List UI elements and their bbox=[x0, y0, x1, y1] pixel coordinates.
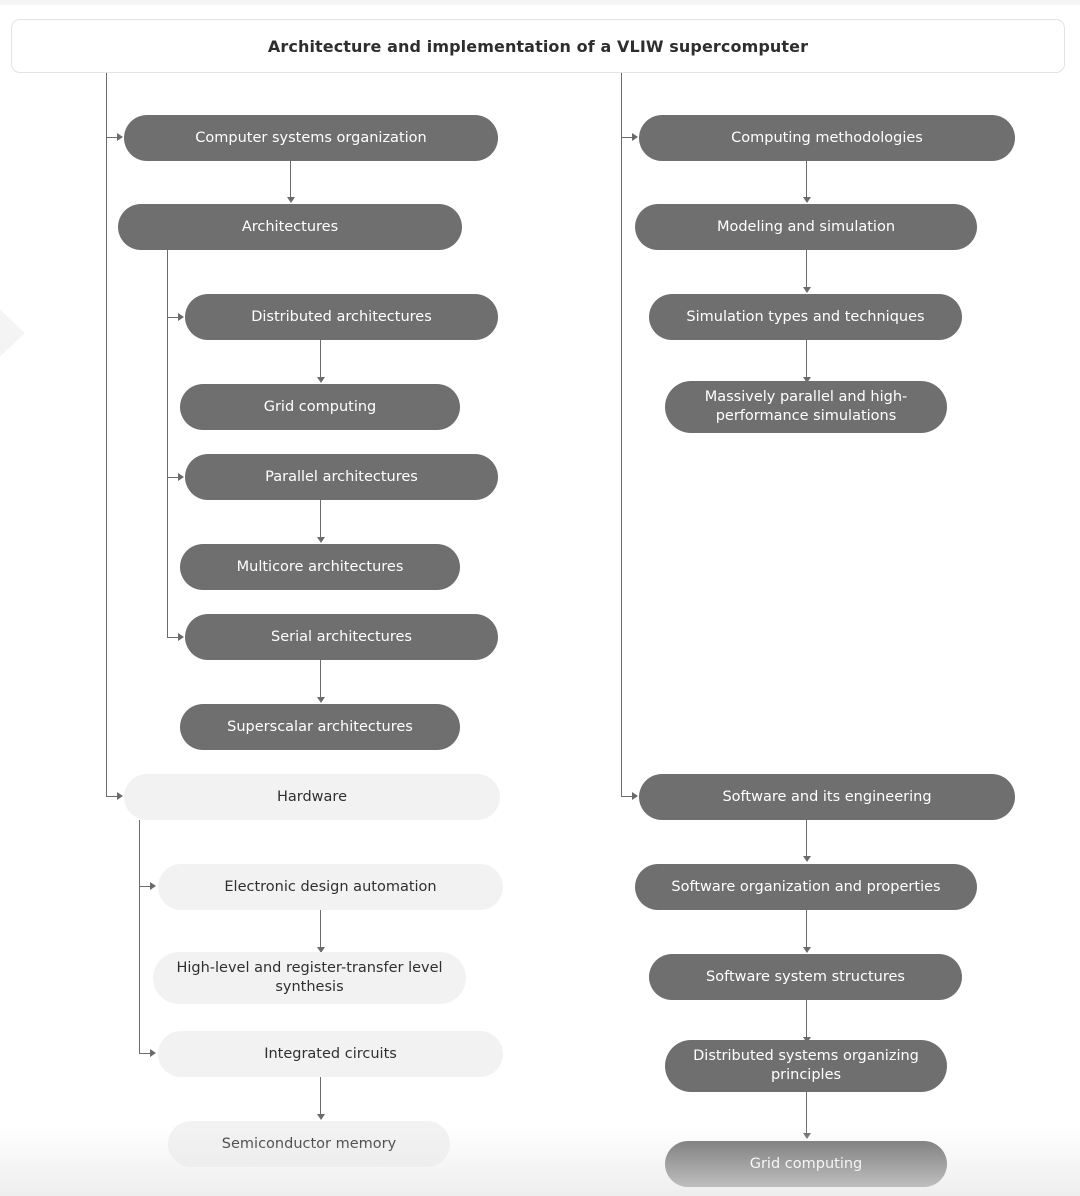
node-parallel-architectures[interactable]: Parallel architectures bbox=[185, 454, 498, 500]
node-label: Serial architectures bbox=[271, 628, 412, 645]
arrowhead-n21-to-n22 bbox=[803, 1133, 811, 1139]
node-label: Software organization and properties bbox=[671, 878, 941, 895]
diagram-title-card: Architecture and implementation of a VLI… bbox=[11, 19, 1065, 73]
connector-trunk-to-n01 bbox=[106, 137, 119, 139]
node-modeling-and-simulation[interactable]: Modeling and simulation bbox=[635, 204, 977, 250]
node-label: Superscalar architectures bbox=[227, 718, 413, 735]
carousel-prev-chevron-icon[interactable] bbox=[0, 300, 25, 366]
connector-n20-to-n21 bbox=[806, 1000, 808, 1038]
arrowhead-trunk-to-n09 bbox=[117, 792, 123, 800]
node-electronic-design-automation[interactable]: Electronic design automation bbox=[158, 864, 503, 910]
node-label: Architectures bbox=[241, 218, 339, 235]
connector-n01-to-n02 bbox=[290, 161, 292, 198]
node-distributed-systems-organizing-principles[interactable]: Distributed systems organizing principle… bbox=[665, 1040, 947, 1092]
arrowhead-trunk-to-n18 bbox=[632, 792, 638, 800]
arrowhead-trunk-to-n01 bbox=[117, 133, 123, 141]
connector-n07-to-n08 bbox=[320, 660, 322, 698]
connector-n09-to-n10 bbox=[139, 886, 152, 888]
arrowhead-n10-to-n11 bbox=[317, 947, 325, 953]
connector-n21-to-n22 bbox=[806, 1092, 808, 1134]
arrowhead-n09-to-n12 bbox=[150, 1049, 156, 1057]
node-software-system-structures[interactable]: Software system structures bbox=[649, 954, 962, 1000]
arrowhead-n02-to-n03 bbox=[178, 313, 184, 321]
node-hardware[interactable]: Hardware bbox=[124, 774, 500, 820]
node-distributed-architectures[interactable]: Distributed architectures bbox=[185, 294, 498, 340]
node-massively-parallel-simulations[interactable]: Massively parallel and high-performance … bbox=[665, 381, 947, 433]
arrowhead-n09-to-n10 bbox=[150, 882, 156, 890]
node-computer-systems-organization[interactable]: Computer systems organization bbox=[124, 115, 498, 161]
node-label: Semiconductor memory bbox=[221, 1135, 397, 1152]
node-label: Multicore architectures bbox=[236, 558, 404, 575]
connector-n15-to-n16 bbox=[806, 250, 808, 288]
node-simulation-types-and-techniques[interactable]: Simulation types and techniques bbox=[649, 294, 962, 340]
connector-n03-to-n04 bbox=[320, 340, 322, 378]
node-grid-computing-right[interactable]: Grid computing bbox=[665, 1141, 947, 1187]
node-label: Computer systems organization bbox=[195, 129, 427, 146]
connector-n10-to-n11 bbox=[320, 910, 322, 948]
node-grid-computing-left[interactable]: Grid computing bbox=[180, 384, 460, 430]
node-label: Massively parallel and high-performance … bbox=[704, 389, 908, 424]
connector-n18-to-n19 bbox=[806, 820, 808, 857]
subtrunk-line-hardware bbox=[139, 820, 141, 1054]
connector-n19-to-n20 bbox=[806, 910, 808, 948]
node-label: Integrated circuits bbox=[264, 1045, 397, 1062]
arrowhead-n18-to-n19 bbox=[803, 856, 811, 862]
node-software-and-its-engineering[interactable]: Software and its engineering bbox=[639, 774, 1015, 820]
node-label: Grid computing bbox=[263, 398, 377, 415]
node-serial-architectures[interactable]: Serial architectures bbox=[185, 614, 498, 660]
connector-n02-to-n07 bbox=[167, 637, 180, 639]
connector-n05-to-n06 bbox=[320, 500, 322, 538]
node-multicore-architectures[interactable]: Multicore architectures bbox=[180, 544, 460, 590]
arrowhead-n14-to-n15 bbox=[803, 197, 811, 203]
connector-trunk-to-n09 bbox=[106, 796, 119, 798]
arrowhead-n07-to-n08 bbox=[317, 697, 325, 703]
connector-n09-to-n12 bbox=[139, 1053, 152, 1055]
node-label: High-level and register-transfer level s… bbox=[176, 960, 443, 995]
page-top-strip bbox=[0, 0, 1080, 5]
node-label: Modeling and simulation bbox=[716, 218, 896, 235]
connector-n02-to-n05 bbox=[167, 477, 180, 479]
arrowhead-n02-to-n05 bbox=[178, 473, 184, 481]
node-label: Simulation types and techniques bbox=[686, 308, 925, 325]
node-superscalar-architectures[interactable]: Superscalar architectures bbox=[180, 704, 460, 750]
arrowhead-trunk-to-n14 bbox=[632, 133, 638, 141]
node-label: Software and its engineering bbox=[722, 788, 932, 805]
connector-trunk-to-n14 bbox=[621, 137, 634, 139]
node-label: Distributed systems organizing principle… bbox=[693, 1048, 919, 1083]
connector-trunk-to-n18 bbox=[621, 796, 634, 798]
node-high-level-rtl-synthesis[interactable]: High-level and register-transfer level s… bbox=[153, 952, 466, 1004]
connector-n12-to-n13 bbox=[320, 1077, 322, 1115]
arrowhead-n12-to-n13 bbox=[317, 1114, 325, 1120]
arrowhead-n03-to-n04 bbox=[317, 377, 325, 383]
node-label: Hardware bbox=[276, 788, 347, 805]
connector-n02-to-n03 bbox=[167, 317, 180, 319]
arrowhead-n16-to-n17 bbox=[803, 377, 811, 383]
connector-n16-to-n17 bbox=[806, 340, 808, 378]
node-label: Software system structures bbox=[706, 968, 905, 985]
node-architectures[interactable]: Architectures bbox=[118, 204, 462, 250]
subtrunk-line-architectures bbox=[167, 250, 169, 637]
node-label: Computing methodologies bbox=[731, 129, 923, 146]
node-label: Distributed architectures bbox=[251, 308, 432, 325]
node-label: Electronic design automation bbox=[224, 878, 437, 895]
node-computing-methodologies[interactable]: Computing methodologies bbox=[639, 115, 1015, 161]
arrowhead-n05-to-n06 bbox=[317, 537, 325, 543]
arrowhead-n15-to-n16 bbox=[803, 287, 811, 293]
node-label: Parallel architectures bbox=[265, 468, 418, 485]
trunk-line-left bbox=[106, 73, 108, 796]
connector-n14-to-n15 bbox=[806, 161, 808, 198]
arrowhead-n01-to-n02 bbox=[287, 197, 295, 203]
arrowhead-n02-to-n07 bbox=[178, 633, 184, 641]
node-integrated-circuits[interactable]: Integrated circuits bbox=[158, 1031, 503, 1077]
node-software-organization-and-properties[interactable]: Software organization and properties bbox=[635, 864, 977, 910]
trunk-line-right bbox=[621, 73, 623, 796]
arrowhead-n19-to-n20 bbox=[803, 947, 811, 953]
node-label: Grid computing bbox=[749, 1155, 863, 1172]
node-semiconductor-memory[interactable]: Semiconductor memory bbox=[168, 1121, 450, 1167]
page-title: Architecture and implementation of a VLI… bbox=[267, 36, 809, 56]
